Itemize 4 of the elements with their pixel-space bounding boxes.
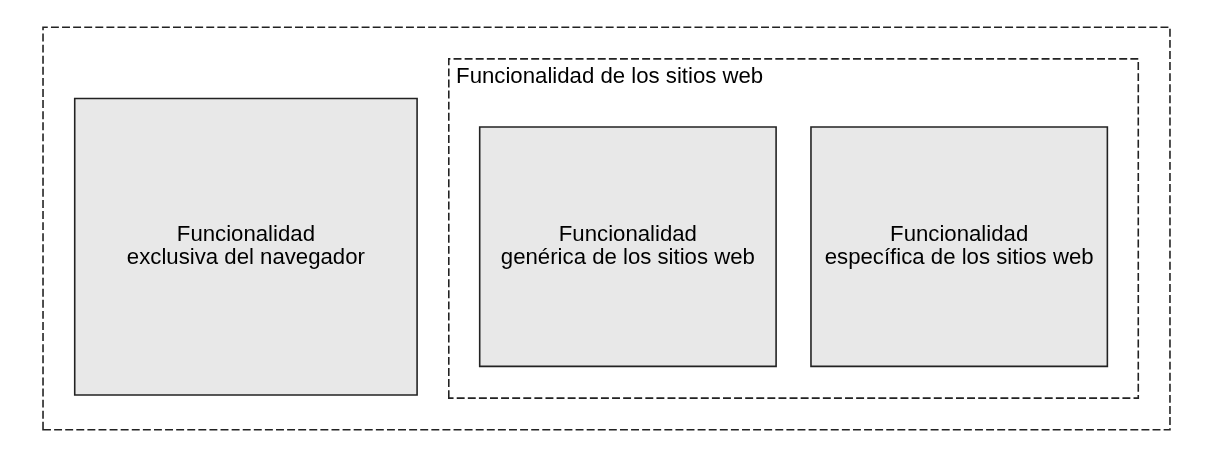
node-box: Funcionalidad genérica de los sitios web: [478, 126, 777, 368]
node-box: Funcionalidad específica de los sitios web: [810, 126, 1109, 368]
node-box: Funcionalidad exclusiva del navegador: [73, 97, 418, 396]
cluster: [42, 26, 1171, 431]
